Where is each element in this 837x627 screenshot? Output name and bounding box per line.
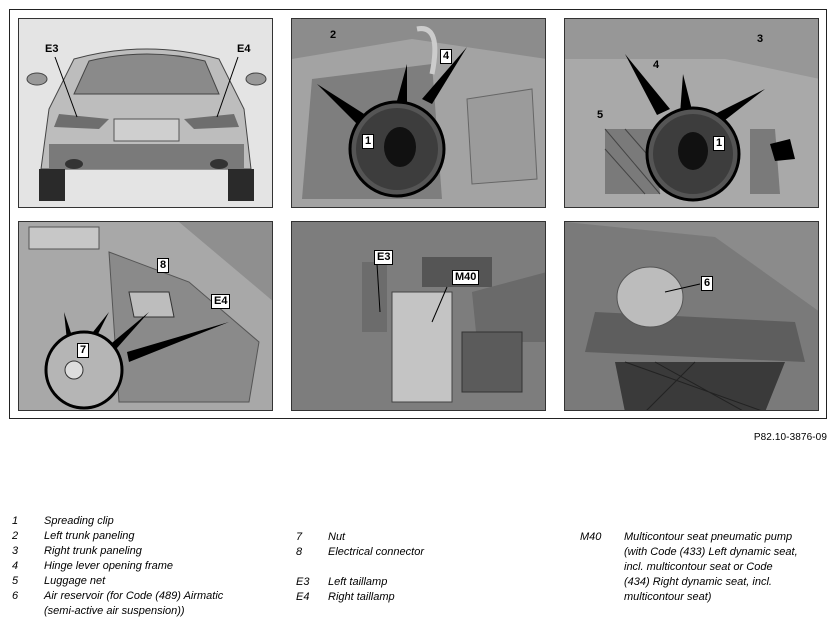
panel-air-reservoir: 6 <box>564 221 819 411</box>
taillamp-nut-illustration <box>19 222 272 410</box>
panel-car-rear: E3 E4 <box>18 18 273 208</box>
legend-item: (with Code (433) Left dynamic seat, <box>624 546 798 558</box>
legend-item: multicontour seat) <box>624 591 712 603</box>
callout-3: 3 <box>757 33 764 45</box>
callout-e3: E3 <box>374 250 394 265</box>
callout-e3: E3 <box>45 43 59 55</box>
callout-2: 2 <box>330 29 337 41</box>
panel-pump: E3 M40 <box>291 221 546 411</box>
callout-1: 1 <box>713 136 726 151</box>
panel-left-trunk: 2 4 1 <box>291 18 546 208</box>
panel-right-trunk: 3 4 5 1 <box>564 18 819 208</box>
callout-5: 5 <box>597 109 604 121</box>
callout-4: 4 <box>440 49 453 64</box>
callout-6: 6 <box>701 276 714 291</box>
callout-m40: M40 <box>452 270 480 285</box>
right-trunk-illustration <box>565 19 818 207</box>
callout-7: 7 <box>77 343 90 358</box>
car-rear-illustration <box>19 19 272 207</box>
legend-item: (semi-active air suspension)) <box>44 605 185 617</box>
callout-8: 8 <box>157 258 170 273</box>
callout-e4: E4 <box>237 43 251 55</box>
callout-e4: E4 <box>211 294 231 309</box>
figure-reference: P82.10-3876-09 <box>753 432 827 443</box>
callout-1: 1 <box>362 134 375 149</box>
panel-taillamp-nut: 8 E4 7 <box>18 221 273 411</box>
left-trunk-illustration <box>292 19 545 207</box>
pump-illustration <box>292 222 545 410</box>
legend-item: incl. multicontour seat or Code <box>624 561 773 573</box>
legend-item: (434) Right dynamic seat, incl. <box>624 576 772 588</box>
air-reservoir-illustration <box>565 222 818 410</box>
callout-4: 4 <box>653 59 660 71</box>
